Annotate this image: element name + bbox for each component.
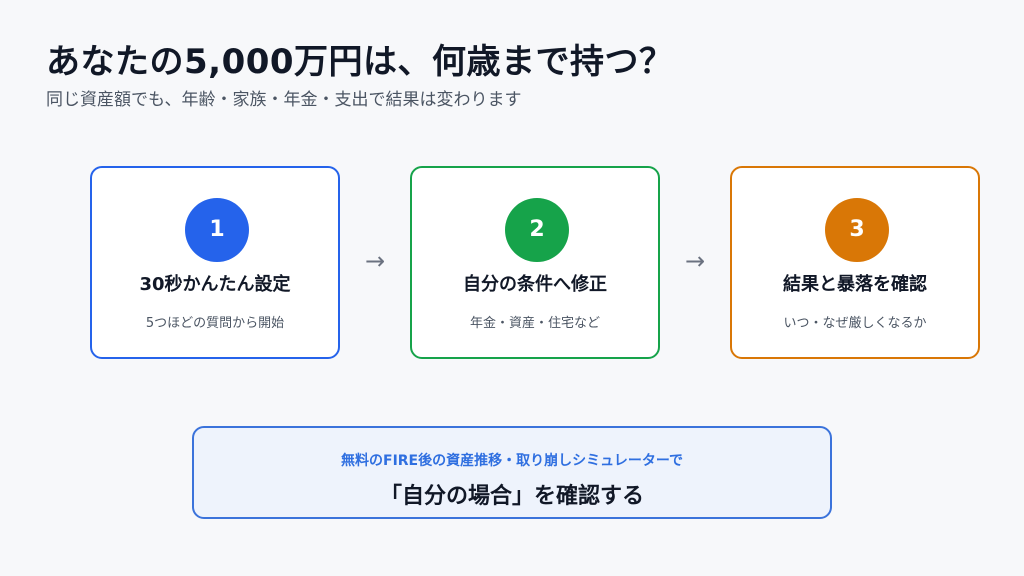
cta-label: 「自分の場合」を確認する [379, 484, 644, 509]
cta-subtext: 無料のFIRE後の資産推移・取り崩しシミュレーターで [341, 453, 683, 469]
step-title: 結果と暴落を確認 [783, 274, 927, 295]
steps-row: 1 30秒かんたん設定 5つほどの質問から開始 → 2 自分の条件へ修正 年金・… [90, 166, 980, 359]
step-description: 年金・資産・住宅など [469, 316, 600, 331]
step-number-badge: 2 [505, 198, 569, 262]
step-title: 30秒かんたん設定 [139, 274, 291, 295]
cta-button[interactable]: 無料のFIRE後の資産推移・取り崩しシミュレーターで 「自分の場合」を確認する [192, 426, 832, 519]
arrow-right-icon: → [684, 247, 706, 275]
step-card-2[interactable]: 2 自分の条件へ修正 年金・資産・住宅など [410, 166, 660, 359]
step-number-badge: 1 [185, 198, 249, 262]
page-title: あなたの5,000万円は、何歳まで持つ？ [46, 42, 674, 82]
arrow-right-icon: → [364, 247, 386, 275]
step-title: 自分の条件へ修正 [463, 274, 607, 295]
step-card-3[interactable]: 3 結果と暴落を確認 いつ・なぜ厳しくなるか [730, 166, 980, 359]
step-description: いつ・なぜ厳しくなるか [783, 316, 927, 331]
step-card-1[interactable]: 1 30秒かんたん設定 5つほどの質問から開始 [90, 166, 340, 359]
step-description: 5つほどの質問から開始 [145, 316, 285, 331]
page-subtitle: 同じ資産額でも、年齢・家族・年金・支出で結果は変わります [46, 90, 522, 110]
step-number-badge: 3 [825, 198, 889, 262]
